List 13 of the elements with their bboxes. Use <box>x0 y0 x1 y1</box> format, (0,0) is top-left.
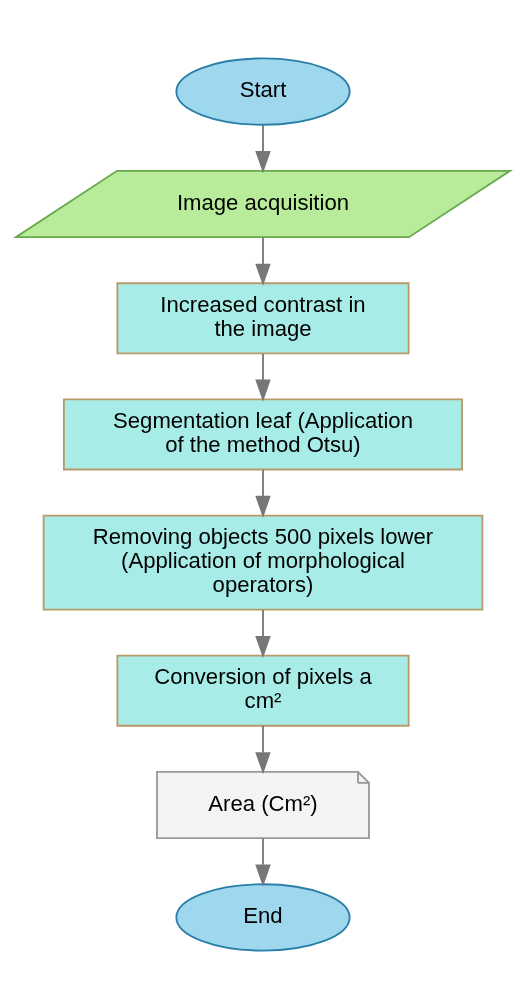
node-ellipse: Start <box>175 56 351 126</box>
arrow <box>255 352 271 402</box>
arrow <box>255 724 271 774</box>
node-ellipse: End <box>175 882 351 952</box>
arrow <box>255 123 271 173</box>
arrow <box>255 235 271 286</box>
arrow <box>255 836 271 887</box>
arrow <box>255 608 271 658</box>
node-box: Segmentation leaf (Application of the method Otsu) <box>63 398 464 470</box>
node-box: Increased contrast in the image <box>116 281 410 354</box>
node-box: Removing objects 500 pixels lower (Application of morphological operators) <box>42 514 484 610</box>
arrow <box>255 468 271 518</box>
node-box: Conversion of pixels a cm² <box>116 654 410 727</box>
